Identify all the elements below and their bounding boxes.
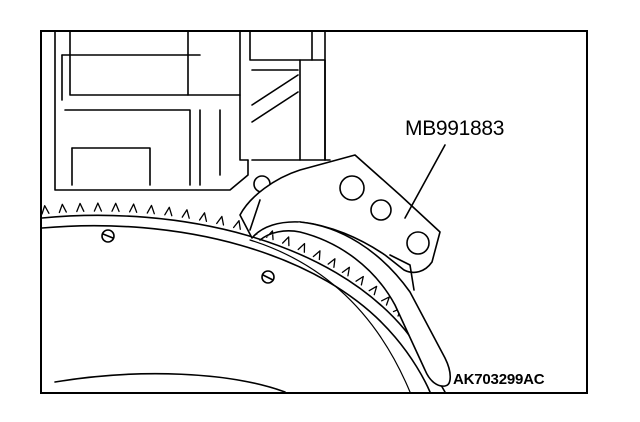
gear-tooth bbox=[76, 202, 85, 213]
gear-tooth bbox=[368, 285, 378, 296]
gear-tooth bbox=[164, 206, 173, 217]
gear-tooth bbox=[355, 275, 364, 286]
gear-tooth bbox=[281, 236, 290, 247]
gear-tooth bbox=[93, 202, 103, 212]
gear-tooth bbox=[146, 204, 155, 215]
gear-tooth bbox=[216, 215, 225, 226]
engine-block bbox=[54, 32, 331, 193]
gear-tooth bbox=[42, 205, 50, 215]
tool-label: MB991883 bbox=[405, 117, 505, 140]
gear-tooth bbox=[232, 220, 241, 230]
gear-tooth bbox=[128, 203, 138, 213]
gear-tooth bbox=[181, 209, 190, 219]
gear-tooth bbox=[312, 250, 321, 261]
figure-code: AK703299AC bbox=[453, 371, 545, 388]
gear-tooth bbox=[58, 203, 67, 214]
gear-tooth bbox=[198, 212, 208, 222]
leader-line bbox=[404, 144, 446, 219]
gear-tooth bbox=[341, 266, 351, 277]
gear-tooth bbox=[111, 202, 120, 213]
gear-tooth bbox=[381, 296, 390, 306]
special-tool bbox=[239, 154, 452, 387]
gear-tooth bbox=[297, 242, 306, 253]
gear-tooth bbox=[327, 258, 336, 268]
